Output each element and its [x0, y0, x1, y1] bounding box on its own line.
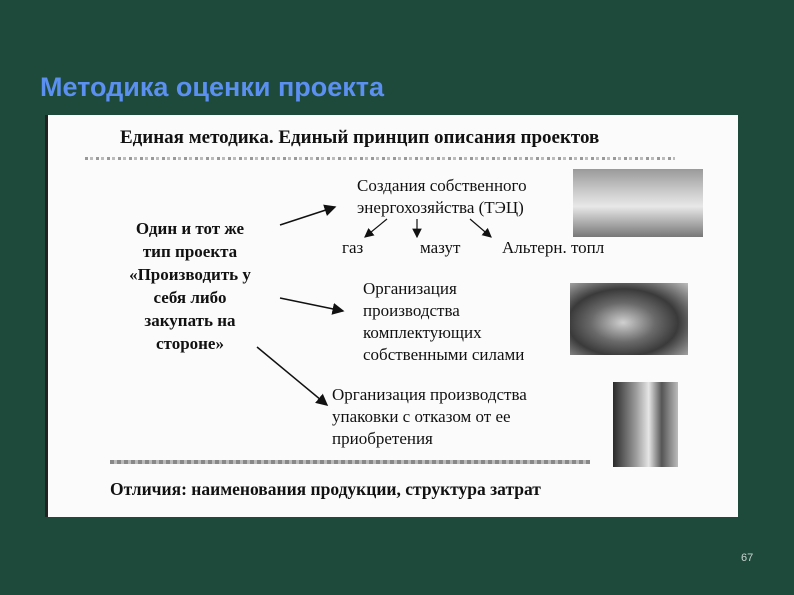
panel-heading: Единая методика. Единый принцип описания…: [120, 127, 600, 148]
components-line-1: Организация: [363, 279, 457, 298]
fuel-option-alt: Альтерн. топл: [502, 238, 605, 257]
arrow-to-packaging: [256, 346, 329, 406]
project-type-block: Один и тот же тип проекта «Производить у…: [105, 217, 275, 355]
packaging-line-2: упаковки с отказом от ее: [332, 407, 511, 426]
panel-edge: [45, 115, 48, 517]
project-type-line: себя либо: [153, 288, 227, 307]
fuel-option-oil: мазут: [420, 238, 461, 257]
power-plant-photo: [573, 169, 703, 237]
project-type-line: тип проекта: [142, 242, 238, 261]
divider-bottom: [110, 460, 590, 464]
components-line-2: производства: [363, 301, 460, 320]
content-panel: Единая методика. Единый принцип описания…: [45, 115, 738, 517]
fuel-option-gas: газ: [342, 238, 364, 257]
arrow-to-components: [279, 297, 345, 315]
differences-footer: Отличия: наименования продукции, структу…: [110, 479, 541, 499]
packaging-photo: [613, 382, 678, 467]
project-type-line: Один и тот же: [135, 219, 245, 238]
components-line-3: комплектующих: [363, 323, 482, 342]
arrow-to-energy: [279, 204, 337, 226]
energy-line-1: Создания собственного: [357, 176, 527, 195]
connector-arrows: [256, 204, 492, 406]
components-line-4: собственными силами: [363, 345, 525, 364]
project-type-line: стороне»: [156, 334, 224, 353]
arrow-to-gas: [364, 218, 388, 238]
arrow-to-alt: [469, 218, 492, 238]
project-type-line: закупать на: [144, 311, 236, 330]
project-type-line: «Производить у: [129, 265, 251, 284]
divider-top: [85, 157, 675, 160]
slide-title: Методика оценки проекта: [40, 72, 385, 102]
packaging-line-3: приобретения: [332, 429, 433, 448]
machinery-photo: [570, 283, 688, 355]
energy-line-2: энергохозяйства (ТЭЦ): [357, 198, 524, 217]
page-number: 67: [741, 552, 754, 564]
packaging-line-1: Организация производства: [332, 385, 527, 404]
